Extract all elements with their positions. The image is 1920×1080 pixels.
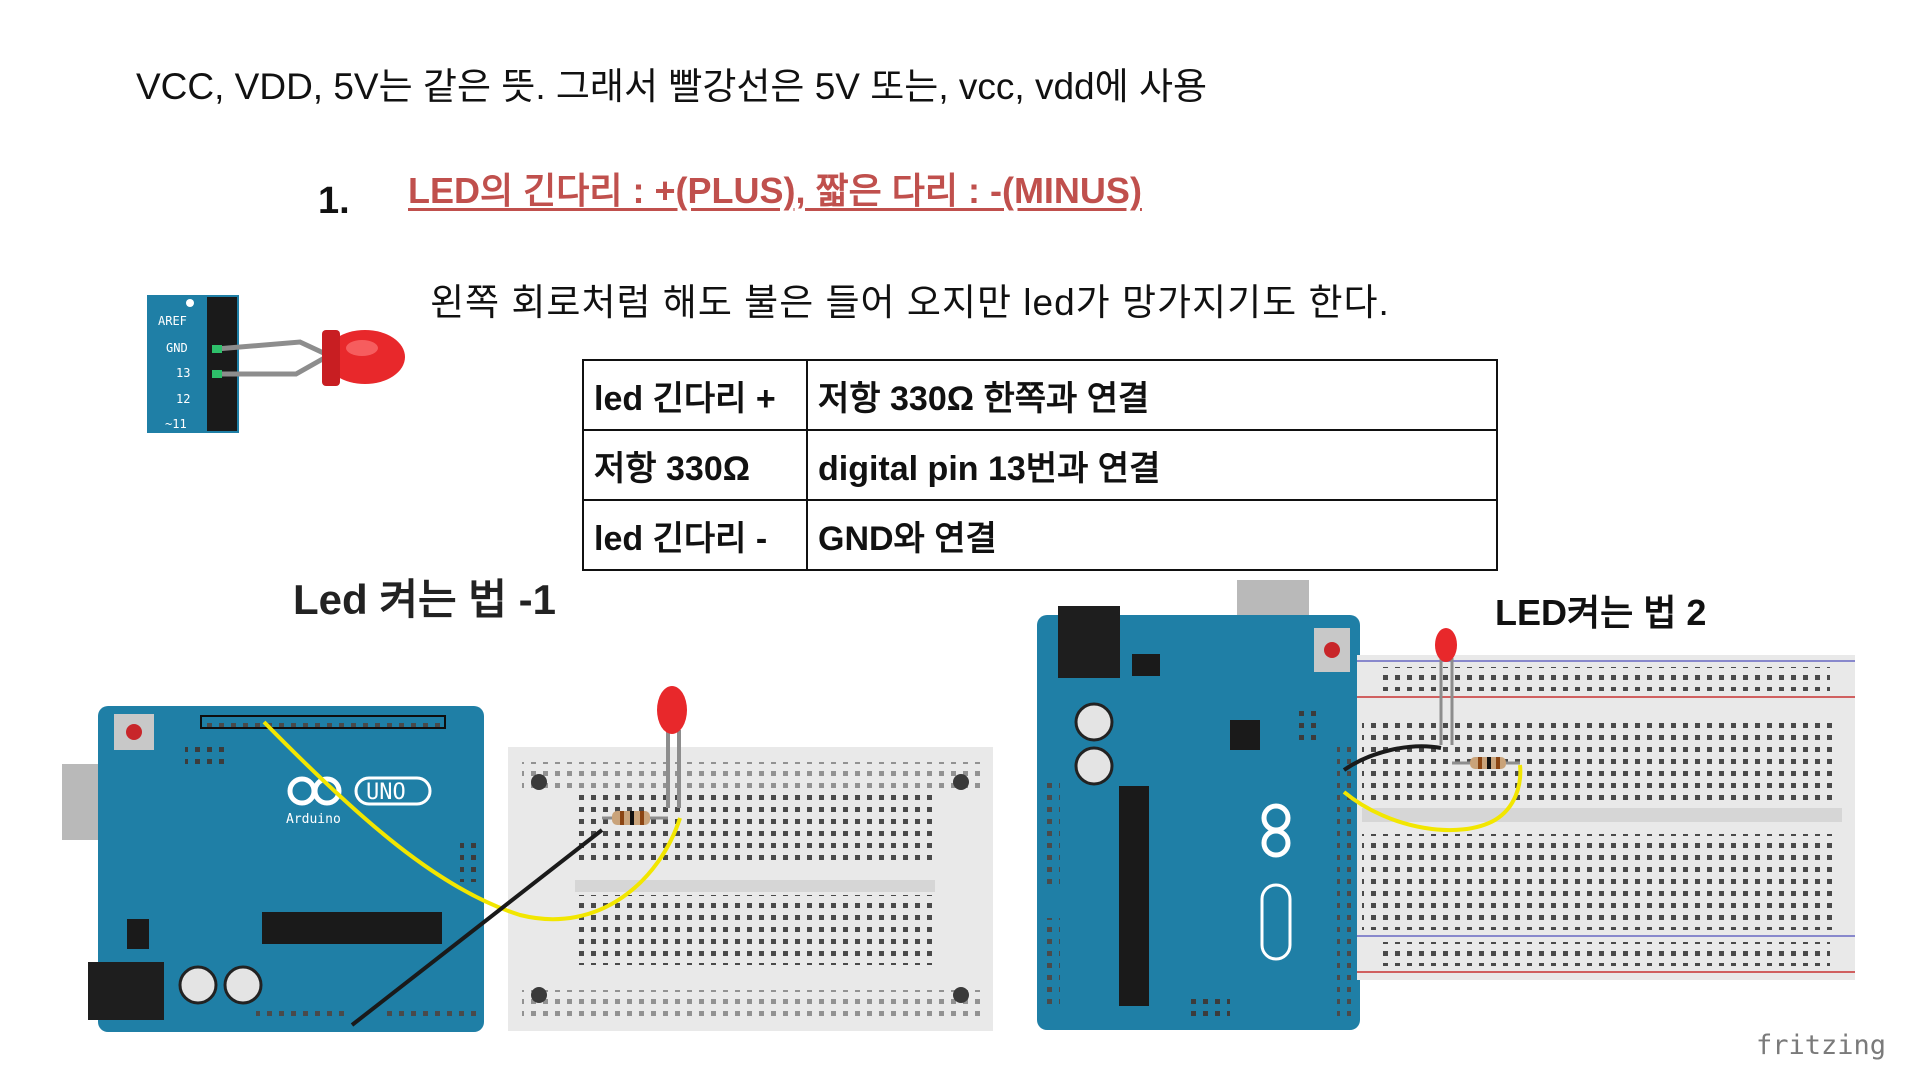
led-icon bbox=[325, 330, 405, 384]
regulator bbox=[1132, 654, 1160, 676]
resistor-band bbox=[640, 811, 644, 825]
breadboard-rail bbox=[1380, 667, 1830, 691]
arduino-label: Arduino bbox=[286, 812, 341, 827]
black-wire bbox=[1342, 744, 1442, 772]
power-jack bbox=[88, 962, 164, 1020]
breadboard-rail bbox=[522, 762, 980, 788]
power-jack bbox=[1058, 606, 1120, 678]
capacitor bbox=[178, 965, 218, 1005]
table-cell: 저항 330Ω bbox=[582, 429, 808, 501]
breadboard-channel bbox=[575, 880, 935, 892]
mount-hole bbox=[953, 774, 969, 790]
breadboard-rail bbox=[522, 990, 980, 1016]
warning-note: 왼쪽 회로처럼 해도 불은 들어 오지만 led가 망가지기도 한다. bbox=[430, 282, 1390, 323]
breadboard-holes bbox=[575, 895, 935, 965]
microcontroller-chip bbox=[262, 912, 442, 944]
breadboard-holes bbox=[1362, 834, 1832, 930]
table-row: 저항 330Ω digital pin 13번과 연결 bbox=[582, 429, 1498, 501]
microcontroller-chip bbox=[1119, 786, 1149, 1006]
capacitor bbox=[1074, 746, 1114, 786]
pin-contact bbox=[212, 345, 222, 353]
digital-header bbox=[1337, 740, 1351, 1016]
icsp-header bbox=[185, 740, 225, 766]
mount-hole bbox=[953, 987, 969, 1003]
pin-label: GND bbox=[166, 341, 188, 355]
diagram2-circuit bbox=[1037, 580, 1855, 1030]
icsp-header bbox=[1292, 706, 1318, 746]
power-header bbox=[1046, 780, 1060, 890]
header-dot bbox=[186, 299, 194, 307]
led-icon bbox=[657, 686, 687, 734]
capacitor bbox=[223, 965, 263, 1005]
arduino-logo: UNO Arduino bbox=[286, 776, 432, 827]
led-leg bbox=[215, 339, 332, 359]
digital-header-frame bbox=[200, 715, 446, 729]
intro-text: VCC, VDD, 5V는 같은 뜻. 그래서 빨강선은 5V 또는, vcc,… bbox=[136, 66, 1208, 107]
uno-label: UNO bbox=[366, 780, 406, 805]
table-row: led 긴다리 - GND와 연결 bbox=[582, 499, 1498, 571]
led-rim bbox=[322, 330, 340, 386]
diagram1-circuit: UNO Arduino bbox=[62, 686, 993, 1032]
breadboard-rail bbox=[1380, 942, 1830, 966]
header-strip bbox=[207, 297, 237, 431]
icsp-header bbox=[1188, 996, 1230, 1022]
diagram1-title: Led 켜는 법 -1 bbox=[293, 576, 556, 623]
table-cell: digital pin 13번과 연결 bbox=[806, 429, 1498, 501]
analog-header bbox=[1046, 918, 1060, 1006]
pin-header-led-diagram: AREF GND 13 12 ~11 bbox=[147, 295, 405, 433]
breadboard-channel bbox=[1362, 808, 1842, 822]
table-cell: led 긴다리 - bbox=[582, 499, 808, 571]
reset-button-cap[interactable] bbox=[126, 724, 142, 740]
usb-chip bbox=[1230, 720, 1260, 750]
pin-contact bbox=[212, 370, 222, 378]
arduino-logo bbox=[1260, 803, 1292, 961]
reset-button-cap[interactable] bbox=[1324, 642, 1340, 658]
table-cell: 저항 330Ω 한쪽과 연결 bbox=[806, 359, 1498, 431]
regulator bbox=[127, 919, 149, 949]
breadboard-holes bbox=[575, 795, 935, 865]
arduino-board bbox=[1037, 615, 1360, 1030]
resistor-band bbox=[630, 811, 634, 825]
led-icon bbox=[1435, 628, 1457, 662]
resistor-band bbox=[1496, 757, 1500, 769]
icsp-header bbox=[460, 842, 482, 882]
table-row: led 긴다리 + 저항 330Ω 한쪽과 연결 bbox=[582, 359, 1498, 431]
diagram2-title: LED켜는 법 2 bbox=[1495, 592, 1707, 633]
fritzing-watermark: fritzing bbox=[1756, 1030, 1887, 1061]
pin-label: ~11 bbox=[165, 417, 187, 431]
connection-table: led 긴다리 + 저항 330Ω 한쪽과 연결 저항 330Ω digital… bbox=[582, 359, 1498, 571]
black-wire bbox=[350, 828, 604, 1027]
pin-label: AREF bbox=[158, 314, 187, 328]
led-highlight bbox=[346, 340, 378, 356]
pin-label: 13 bbox=[176, 366, 190, 380]
resistor-band bbox=[1487, 757, 1491, 769]
digital-header bbox=[201, 716, 445, 728]
mount-hole bbox=[531, 774, 547, 790]
power-header bbox=[256, 1010, 346, 1022]
arduino-board bbox=[98, 706, 484, 1032]
table-cell: GND와 연결 bbox=[806, 499, 1498, 571]
mount-hole bbox=[531, 987, 547, 1003]
table-cell: led 긴다리 + bbox=[582, 359, 808, 431]
pin-label: 12 bbox=[176, 392, 190, 406]
resistor-band bbox=[620, 811, 624, 825]
yellow-wire bbox=[1342, 764, 1523, 833]
breadboard-holes bbox=[1362, 718, 1832, 802]
resistor-band bbox=[1478, 757, 1482, 769]
analog-header bbox=[385, 1010, 481, 1022]
yellow-wire bbox=[262, 720, 682, 922]
led-polarity-heading: LED의 긴다리 : +(PLUS), 짧은 다리 : -(MINUS) bbox=[408, 170, 1142, 211]
list-number: 1. bbox=[318, 180, 350, 222]
capacitor bbox=[1074, 702, 1114, 742]
